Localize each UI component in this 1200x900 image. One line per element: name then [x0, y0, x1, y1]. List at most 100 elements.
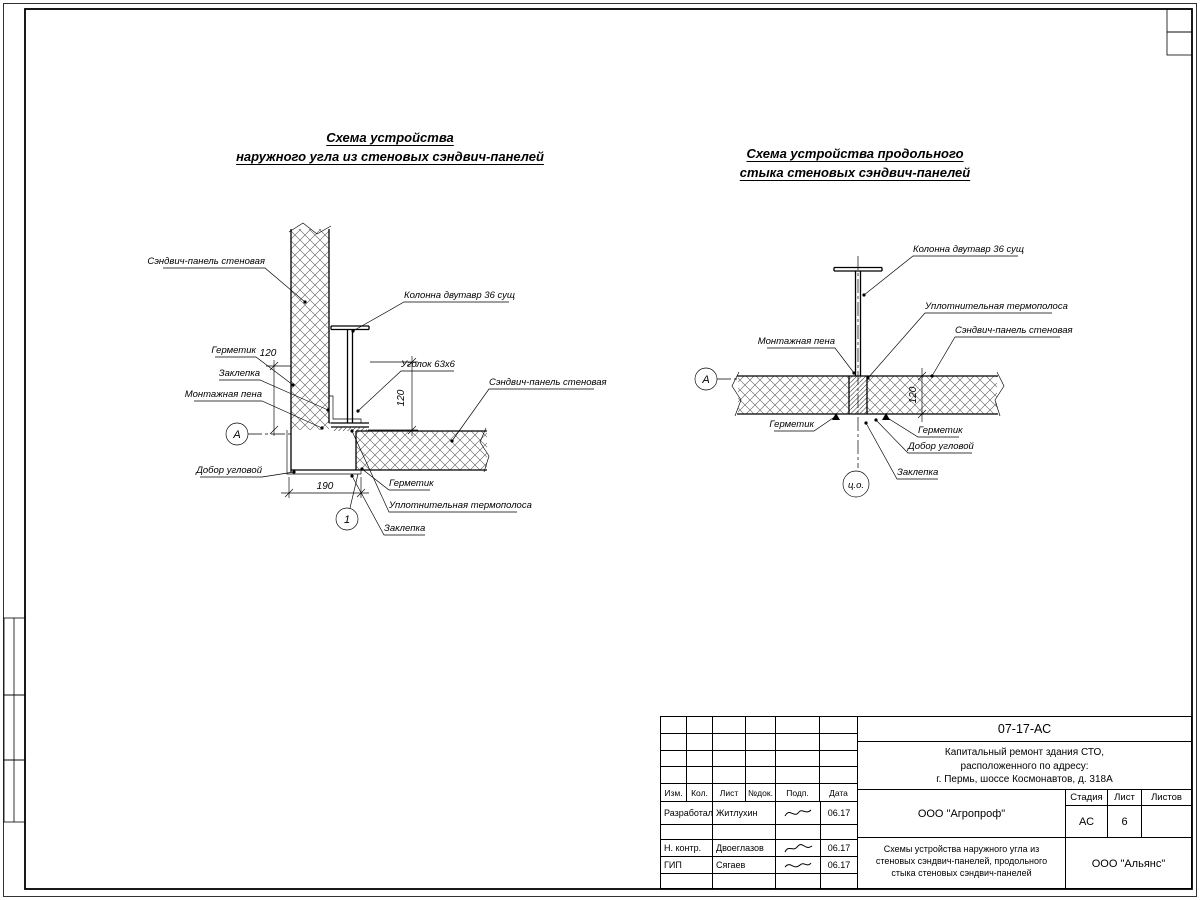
- label-rivet-bottom: Заклепка: [350, 474, 425, 536]
- label-foam: Монтажная пена: [185, 389, 324, 430]
- label-sealant-left: Герметик: [769, 415, 837, 432]
- label-text: Монтажная пена: [758, 336, 835, 347]
- label-corner-trim: Добор угловой: [195, 465, 296, 478]
- dimension-panel-thickness: 120: [368, 356, 418, 436]
- label-text: Сэндвич-панель стеновая: [147, 256, 265, 267]
- sheet-title-line: Схемы устройства наружного угла из: [883, 844, 1040, 854]
- label-text: Герметик: [389, 478, 434, 489]
- col-kol: Кол.: [687, 784, 713, 802]
- center-mark: ц.о.: [842, 470, 870, 498]
- label-thermal-strip: Уплотнительная термополоса: [350, 429, 532, 513]
- label-text: Герметик: [211, 345, 256, 356]
- signature-icon: [784, 844, 813, 853]
- label-panel: Сэндвич-панель стеновая: [930, 325, 1073, 378]
- col-list: Лист: [713, 784, 746, 802]
- staff-date: 06.17: [821, 857, 857, 874]
- document-code: 07-17-АС: [858, 717, 1191, 742]
- corner-diagram-title: Схема устройства наружного угла из стено…: [180, 128, 600, 166]
- label-rivet-top: Заклепка: [219, 368, 330, 412]
- break-line: [994, 371, 1005, 417]
- sheet-label: Лист: [1108, 790, 1142, 806]
- label-column: Колонна двутавр 36 сущ: [351, 290, 515, 333]
- center-letters: ц.о.: [848, 480, 864, 491]
- staff-role: Разработал: [661, 802, 713, 825]
- label-text: Заклепка: [219, 368, 260, 379]
- axis-mark-a: А: [225, 422, 291, 446]
- sheets-total: [1142, 806, 1191, 837]
- label-text: Уплотнительная термополоса: [924, 301, 1068, 312]
- label-text: Герметик: [769, 419, 814, 430]
- label-text: Колонна двутавр 36 сущ: [404, 290, 515, 301]
- staff-signature: [776, 802, 821, 825]
- sheet-title: Схемы устройства наружного угла из стено…: [858, 838, 1065, 890]
- break-line: [479, 427, 490, 473]
- project-line: расположенного по адресу:: [960, 760, 1089, 772]
- label-text: Добор угловой: [195, 465, 263, 476]
- axis-letter: А: [701, 374, 709, 386]
- break-line: [288, 222, 332, 235]
- staff-name: Сягаев: [713, 857, 776, 874]
- title-line: стыка стеновых сэндвич-панелей: [739, 165, 971, 180]
- steel-angle: [328, 395, 362, 424]
- stage-value: АС: [1066, 806, 1108, 837]
- sheets-label: Листов: [1142, 790, 1191, 806]
- left-margin-stamps: [3, 617, 26, 823]
- label-sealant-top: Герметик: [211, 345, 295, 387]
- staff-role: ГИП: [661, 857, 713, 874]
- sheet-number: 6: [1108, 806, 1142, 837]
- horizontal-panel: [291, 427, 490, 473]
- dimension-panel-width: 120: [260, 348, 291, 436]
- longitudinal-joint-diagram: А ц.о. 120 Колонна двутавр 36 сущ Уплот: [694, 244, 1073, 498]
- label-panel-horizontal: Сэндвич-панель стеновая: [450, 377, 607, 443]
- node-number: 1: [344, 514, 350, 526]
- dimension-text: 120: [260, 348, 277, 359]
- dimension-trim-length: 190: [281, 477, 369, 498]
- signature-icon: [784, 862, 812, 868]
- panel-strip: [731, 371, 1005, 417]
- label-rivet: Заклепка: [864, 421, 938, 480]
- revision-header-row: Изм. Кол. Лист №док. Подп. Дата: [661, 784, 857, 802]
- title-line: наружного угла из стеновых сэндвич-панел…: [236, 149, 544, 164]
- column-i-beam: [330, 325, 370, 428]
- label-text: Монтажная пена: [185, 389, 262, 400]
- thermal-strip-area: [333, 427, 367, 431]
- title-block-left: Изм. Кол. Лист №док. Подп. Дата Разработ…: [661, 717, 858, 890]
- label-text: Заклепка: [897, 467, 938, 478]
- design-organization: ООО "Агропроф": [858, 790, 1065, 838]
- vertical-panel: [288, 222, 332, 472]
- corner-box-bottom: [1166, 31, 1193, 56]
- corner-trim-profile: [286, 430, 362, 475]
- title-block-right: 07-17-АС Капитальный ремонт здания СТО, …: [858, 717, 1191, 890]
- col-ndoc: №док.: [746, 784, 776, 802]
- label-text: Добор угловой: [907, 441, 975, 452]
- staff-date: 06.17: [821, 840, 857, 857]
- label-text: Заклепка: [384, 523, 425, 534]
- title-block-stage: Стадия Лист Листов АС 6 ООО "Альянс": [1066, 790, 1191, 890]
- contractor-organization: ООО "Альянс": [1091, 858, 1166, 870]
- label-text: Уголок 63х6: [400, 359, 456, 370]
- dimension-panel-thickness: 120: [908, 368, 927, 422]
- staff-date: 06.17: [821, 802, 857, 825]
- axis-mark-a: А: [694, 367, 737, 391]
- sheet-title-line: стыка стеновых сэндвич-панелей: [891, 868, 1032, 878]
- col-podp: Подп.: [776, 784, 820, 802]
- label-text: Уплотнительная термополоса: [388, 500, 532, 511]
- title-block-middle: ООО "Агропроф" Схемы устройства наружног…: [858, 790, 1066, 890]
- label-text: Сэндвич-панель стеновая: [955, 325, 1073, 336]
- label-panel-vertical: Сэндвич-панель стеновая: [147, 256, 307, 304]
- project-line: г. Пермь, шоссе Космонавтов, д. 318А: [936, 774, 1113, 785]
- arrow-left: [832, 413, 840, 420]
- corner-joint-diagram: 120 120 190 А 1: [147, 222, 607, 536]
- col-data: Дата: [820, 784, 857, 802]
- staff-signature: [776, 840, 821, 857]
- staff-grid: Разработал Житлухин 06.17 Н. контр. Двое…: [661, 802, 857, 890]
- sheet-frame: [3, 3, 1197, 897]
- label-thermal-strip: Уплотнительная термополоса: [866, 301, 1068, 380]
- project-line: Капитальный ремонт здания СТО,: [944, 747, 1105, 758]
- label-angle: Уголок 63х6: [356, 359, 456, 413]
- col-izm: Изм.: [661, 784, 687, 802]
- column-i-beam: [833, 266, 883, 376]
- sheet-title-line: стеновых сэндвич-панелей, продольного: [875, 856, 1048, 866]
